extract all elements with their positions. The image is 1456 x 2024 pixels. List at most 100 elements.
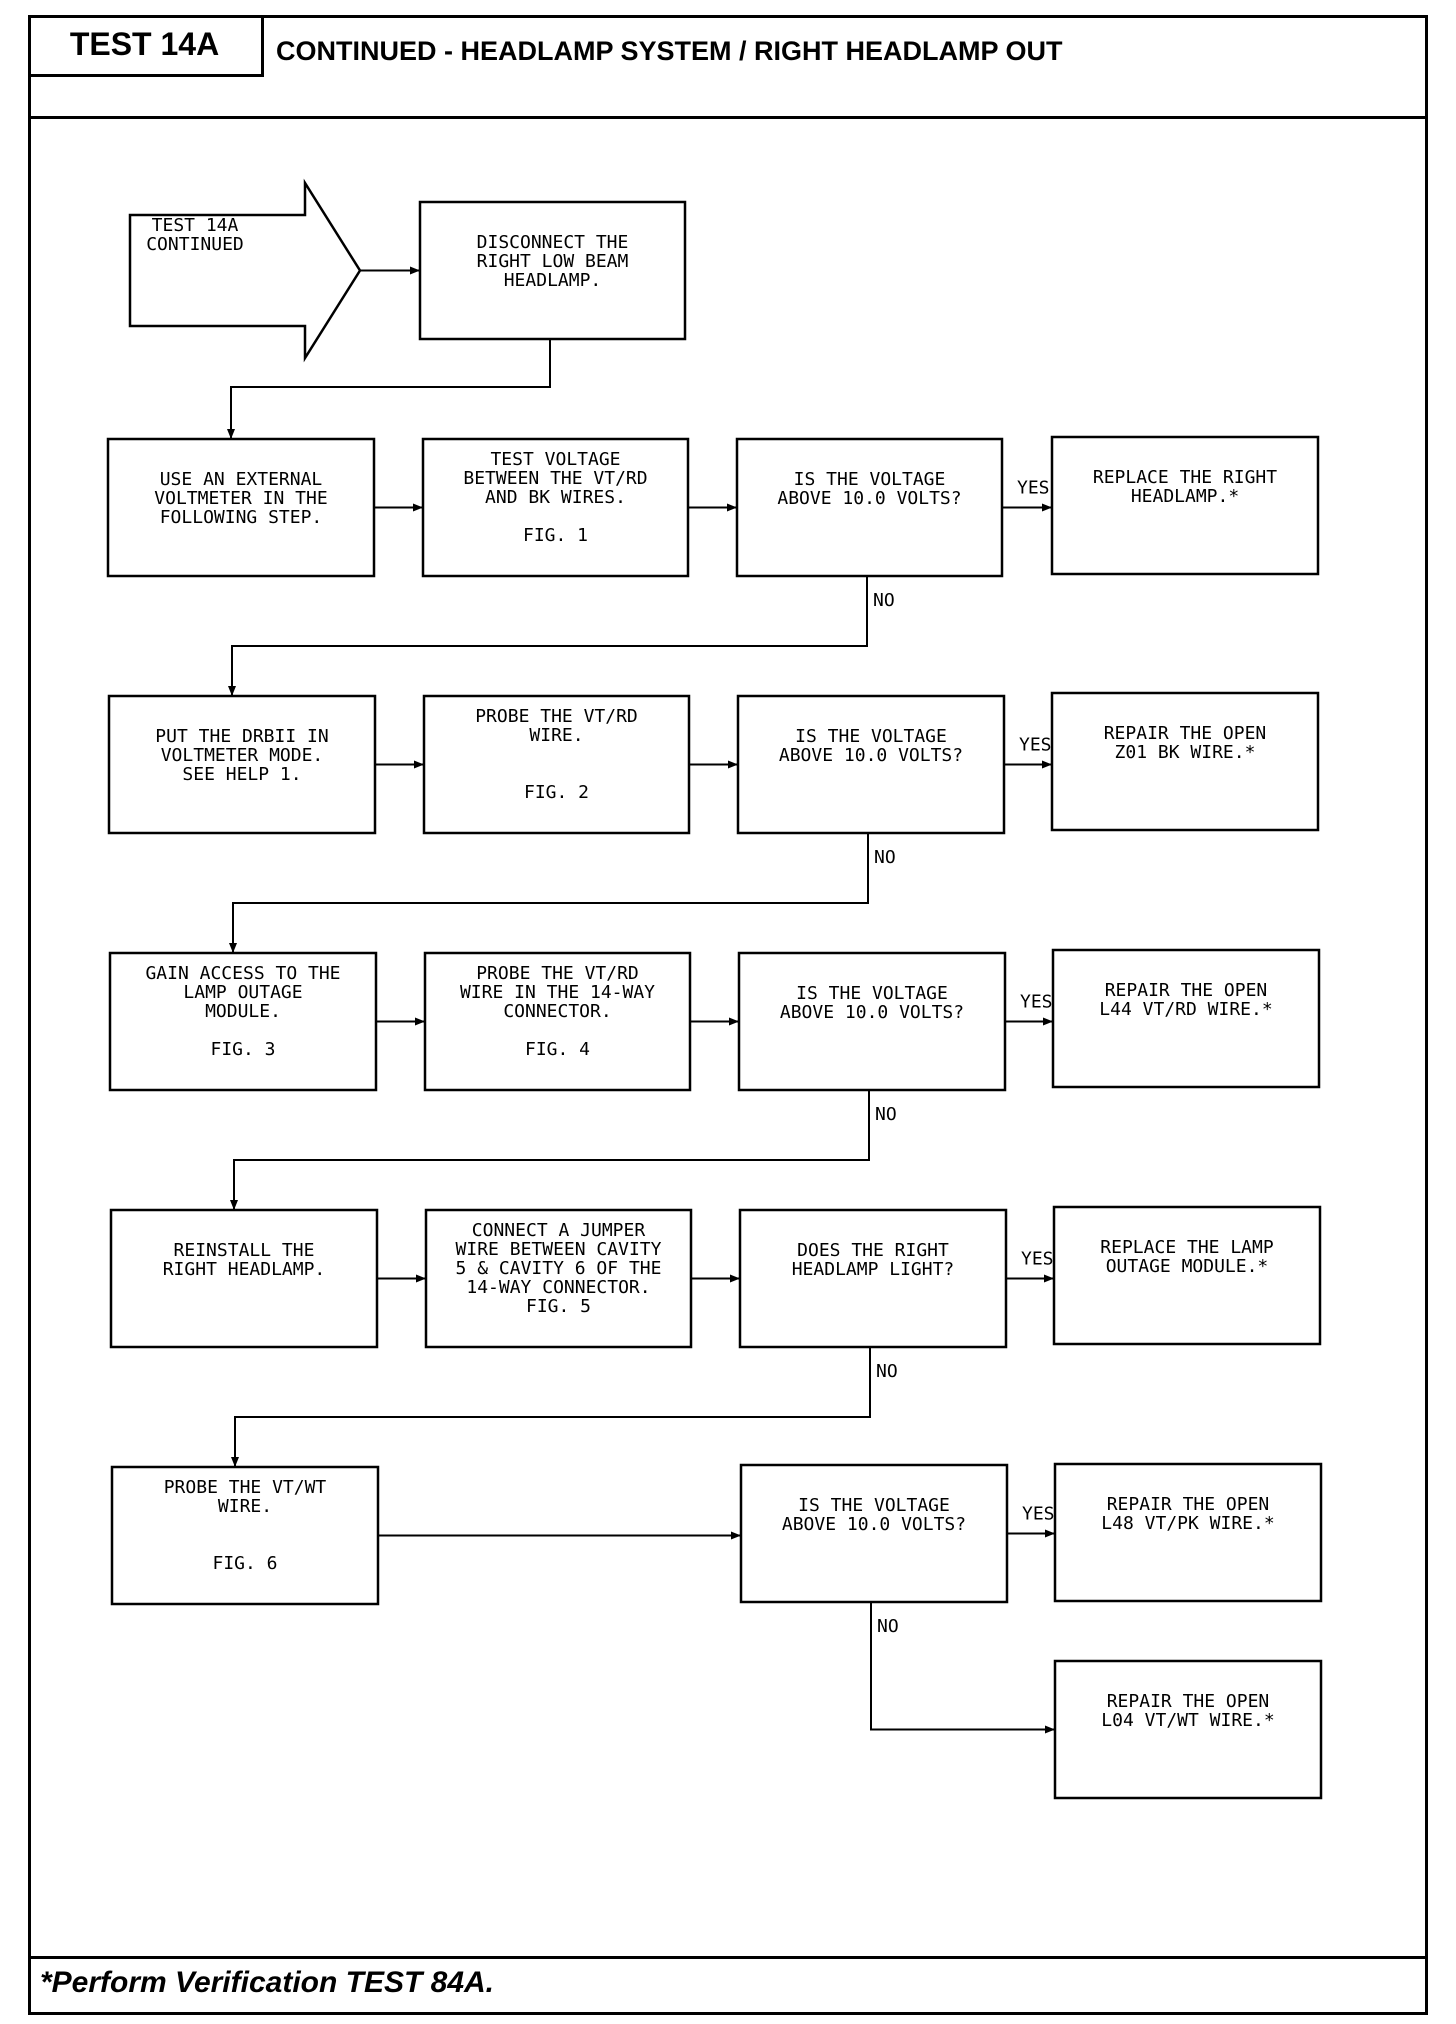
node-text-d1-line-2: RIGHT HEADLAMP. [163,1259,326,1280]
node-text-b3-line-2: ABOVE 10.0 VOLTS? [779,745,963,766]
footer-divider [28,1956,1428,1959]
node-text-a1-line-1: USE AN EXTERNAL [160,469,323,490]
node-text-e4-line-1: REPAIR THE OPEN [1107,1494,1270,1515]
node-text-b2-line-2: WIRE. [529,725,583,746]
edge-label-yes-b3: YES [1019,735,1052,756]
node-text-e4-line-2: L48 VT/PK WIRE.* [1101,1513,1274,1534]
node-text-e1-line-5: FIG. 6 [212,1553,277,1574]
edge-e3-to-f4 [870,1602,1055,1734]
node-text-d3-line-2: HEADLAMP LIGHT? [792,1259,955,1280]
node-box-b4 [1050,691,1320,832]
node-text-d2-line-5: FIG. 5 [526,1296,591,1317]
node-text-a4-line-2: HEADLAMP.* [1131,486,1239,507]
node-text-c1-line-3: MODULE. [205,1001,281,1022]
node-text-e1-line-2: WIRE. [218,1496,272,1517]
test-number-box: TEST 14A [28,15,264,77]
node-box-b3 [736,694,1006,835]
node-text-a1-line-2: VOLTMETER IN THE [154,488,327,509]
node-text-d2-line-1: CONNECT A JUMPER [472,1220,646,1241]
node-text-f4-line-1: REPAIR THE OPEN [1107,1691,1270,1712]
node-text-b3-line-1: IS THE VOLTAGE [795,726,947,747]
edge-label-no-d3: NO [876,1361,898,1382]
node-text-c1-line-2: LAMP OUTAGE [183,982,302,1003]
node-text-b4-line-1: REPAIR THE OPEN [1104,723,1267,744]
start-arrow-text-line-1: TEST 14A [152,215,239,236]
node-box-e1 [110,1465,380,1606]
node-text-c4-line-2: L44 VT/RD WIRE.* [1099,999,1272,1020]
node-text-b2-line-5: FIG. 2 [524,782,589,803]
node-text-a3-line-2: ABOVE 10.0 VOLTS? [777,488,961,509]
node-box-c4 [1051,948,1321,1089]
node-text-a2-line-2: BETWEEN THE VT/RD [463,468,647,489]
node-box-n1 [418,200,687,341]
node-text-a2-line-1: TEST VOLTAGE [490,449,620,470]
node-text-e3-line-2: ABOVE 10.0 VOLTS? [782,1514,966,1535]
node-text-e1-line-1: PROBE THE VT/WT [164,1477,327,1498]
node-box-e3 [739,1463,1009,1604]
node-text-c1-line-5: FIG. 3 [210,1039,275,1060]
node-box-a4 [1050,435,1320,576]
node-text-d2-line-4: 14-WAY CONNECTOR. [466,1277,650,1298]
edge-label-no-c3: NO [875,1104,897,1125]
node-text-c2-line-3: CONNECTOR. [503,1001,611,1022]
edge-label-no-a3: NO [873,590,895,611]
node-text-b4-line-2: Z01 BK WIRE.* [1115,742,1256,763]
node-text-a3-line-1: IS THE VOLTAGE [794,469,946,490]
edge-label-yes-e3: YES [1022,1504,1055,1525]
edge-d3-to-e1 [231,1347,871,1467]
node-text-e3-line-1: IS THE VOLTAGE [798,1495,950,1516]
node-box-f4 [1053,1659,1323,1800]
node-box-c2 [423,951,692,1092]
edge-n1-to-a1 [227,339,551,439]
edge-label-yes-d3: YES [1021,1249,1054,1270]
node-text-c3-line-1: IS THE VOLTAGE [796,983,948,1004]
node-text-f4-line-2: L04 VT/WT WIRE.* [1101,1710,1274,1731]
edge-label-no-e3: NO [877,1616,899,1637]
node-text-b1-line-3: SEE HELP 1. [182,764,301,785]
start-arrow-text-line-2: CONTINUED [146,234,244,255]
page-title: CONTINUED - HEADLAMP SYSTEM / RIGHT HEAD… [276,36,1063,66]
edge-label-no-b3: NO [874,847,896,868]
node-text-c2-line-5: FIG. 4 [525,1039,590,1060]
node-text-d3-line-1: DOES THE RIGHT [797,1240,949,1261]
edge-c3-to-d1 [230,1090,870,1210]
node-box-e4 [1053,1462,1323,1603]
node-text-c2-line-1: PROBE THE VT/RD [476,963,639,984]
header-divider [28,116,1428,119]
node-text-c2-line-2: WIRE IN THE 14-WAY [460,982,655,1003]
edge-a3-to-b1 [228,576,868,696]
node-text-d4-line-2: OUTAGE MODULE.* [1106,1256,1269,1277]
edge-b3-to-c1 [229,833,869,953]
node-text-d2-line-3: 5 & CAVITY 6 OF THE [456,1258,662,1279]
node-text-a2-line-5: FIG. 1 [523,525,588,546]
node-box-c1 [108,951,378,1092]
node-box-a1 [106,437,376,578]
node-text-b1-line-1: PUT THE DRBII IN [155,726,328,747]
node-text-b1-line-2: VOLTMETER MODE. [161,745,324,766]
node-text-a1-line-3: FOLLOWING STEP. [160,507,323,528]
node-box-d4 [1052,1205,1322,1346]
node-text-n1-line-3: HEADLAMP. [504,270,602,291]
node-text-a2-line-3: AND BK WIRES. [485,487,626,508]
node-box-c3 [737,951,1007,1092]
